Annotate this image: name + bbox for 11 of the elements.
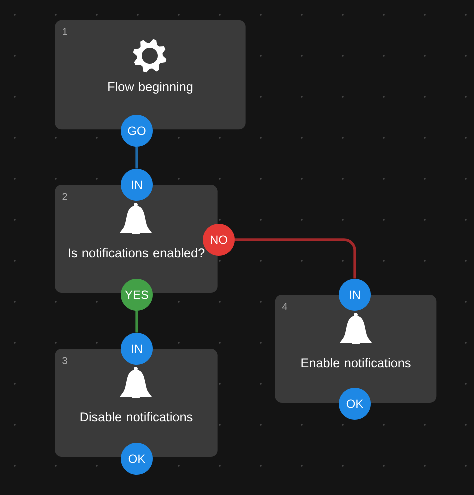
node-label: 2 [62,193,68,200]
node-label: Flow beginning [108,82,193,94]
connector-line [235,238,356,279]
connector-line [136,311,138,333]
connector-line [136,147,138,169]
node-label: 1 [63,28,68,36]
node-label: 4 [282,303,288,310]
node-label: Disable notifications [80,412,193,422]
node-label: 3 [62,357,68,364]
node-label: Enable notifications [302,358,411,368]
node-label: Is notifications enabled? [69,248,205,258]
